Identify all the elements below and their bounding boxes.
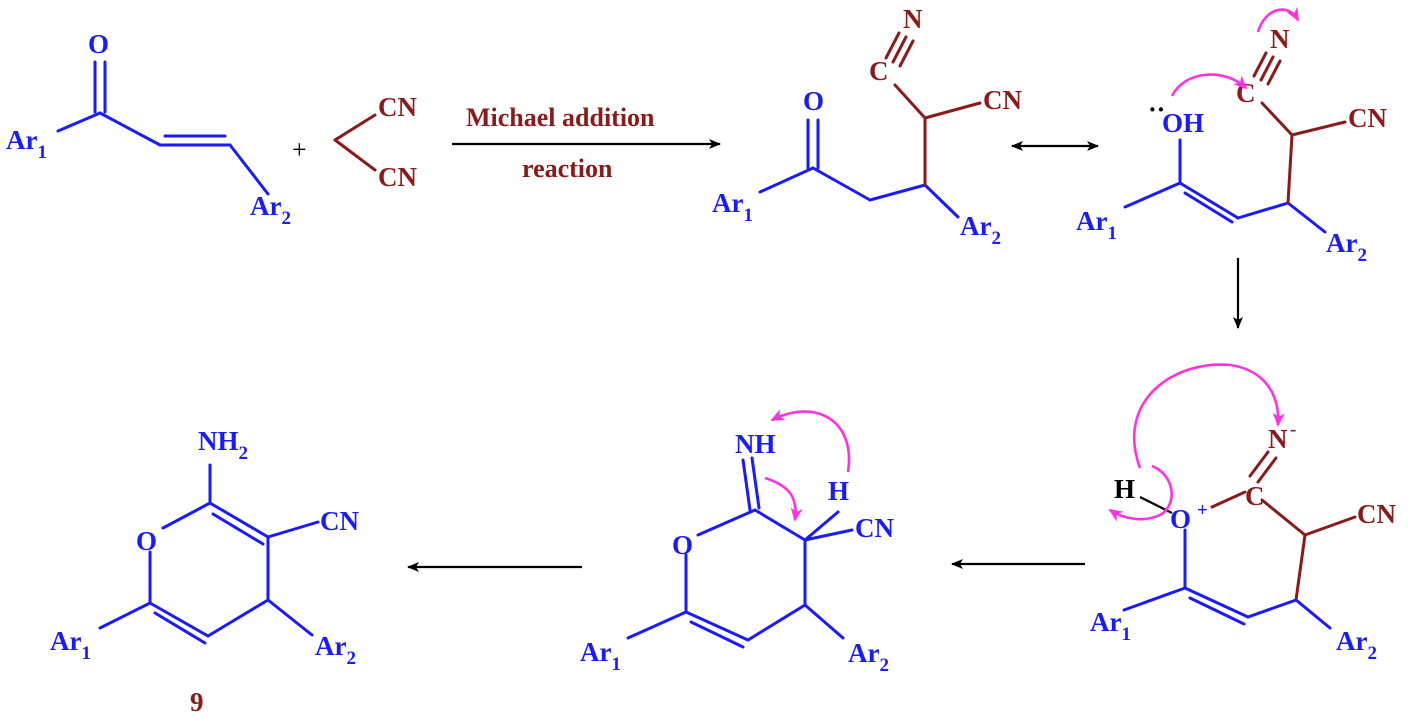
adduct-keto-nitrile-nitrogen: N — [903, 4, 923, 34]
oxonium-plus-charge: + — [1197, 500, 1208, 521]
oxonium-h-label: H — [1114, 474, 1135, 504]
oxonium-curved-arrow-2 — [1108, 464, 1173, 522]
oxonium-intermediate: H O + C N - CN Ar1 Ar2 — [1090, 363, 1396, 664]
adduct-keto-ar2: Ar2 — [960, 211, 1001, 249]
adduct-keto-oxygen: O — [803, 86, 824, 116]
enol-curved-arrow-2 — [1256, 6, 1300, 33]
oxonium-ar1: Ar1 — [1090, 607, 1131, 645]
enol-oh-label: OH — [1162, 108, 1204, 138]
reaction-label-line1: Michael addition — [466, 103, 655, 132]
oxonium-n-label: N — [1268, 424, 1288, 454]
imino-o-label: O — [672, 530, 693, 560]
product-aminopyran: NH2 CN O Ar1 Ar2 9 — [50, 426, 359, 717]
enol-nitrile-nitrogen: N — [1270, 24, 1290, 54]
plus-sign: + — [292, 135, 307, 164]
product-ar1: Ar1 — [50, 626, 91, 664]
oxonium-o-label: O — [1170, 504, 1191, 534]
enol-ar2: Ar2 — [1326, 228, 1367, 266]
oxonium-ar2: Ar2 — [1336, 626, 1377, 664]
enol-ar1: Ar1 — [1076, 206, 1117, 244]
oxonium-curved-arrow-1 — [1133, 363, 1285, 469]
malononitrile-cn-top: CN — [378, 92, 417, 122]
michael-adduct-keto: O Ar1 Ar2 C N CN — [712, 4, 1022, 249]
product-cn: CN — [320, 506, 359, 536]
reaction-label-line2: reaction — [522, 154, 613, 183]
michael-adduct-enol: ·· OH Ar1 Ar2 C N CN — [1076, 6, 1387, 266]
oxonium-c-label: C — [1245, 481, 1265, 511]
malononitrile-cn-bottom: CN — [378, 162, 417, 192]
malononitrile-structure: CN CN — [333, 92, 417, 192]
michael-addition-arrow: Michael addition reaction — [452, 103, 721, 183]
imino-ar2: Ar2 — [848, 638, 889, 676]
oxonium-cn: CN — [1357, 499, 1396, 529]
product-o-label: O — [136, 526, 157, 556]
enol-lone-pair: ·· — [1148, 95, 1165, 124]
compound-number: 9 — [190, 687, 204, 717]
imino-cn: CN — [855, 513, 894, 543]
imino-ar1: Ar1 — [580, 637, 621, 675]
imino-pyran-intermediate: NH H CN O Ar1 Ar2 — [580, 409, 894, 676]
oxonium-minus-charge: - — [1290, 419, 1296, 440]
chalcone-ar2-label: Ar2 — [250, 191, 291, 229]
adduct-keto-nitrile-carbon: C — [869, 56, 889, 86]
imino-curved-arrow-2 — [764, 476, 803, 522]
chalcone-structure: O Ar1 Ar2 — [6, 29, 291, 229]
enol-cn: CN — [1348, 103, 1387, 133]
adduct-keto-ar1: Ar1 — [712, 188, 753, 226]
imino-nh-label: NH — [735, 429, 776, 459]
adduct-keto-cn: CN — [983, 85, 1022, 115]
product-nh2-label: NH2 — [198, 426, 248, 464]
imino-h-label: H — [828, 476, 849, 506]
chalcone-oxygen-label: O — [88, 29, 109, 59]
imino-curved-arrow-1 — [770, 409, 851, 473]
chalcone-ar1-label: Ar1 — [6, 125, 47, 163]
product-ar2: Ar2 — [315, 631, 356, 669]
enol-curved-arrow-1 — [1170, 73, 1248, 97]
